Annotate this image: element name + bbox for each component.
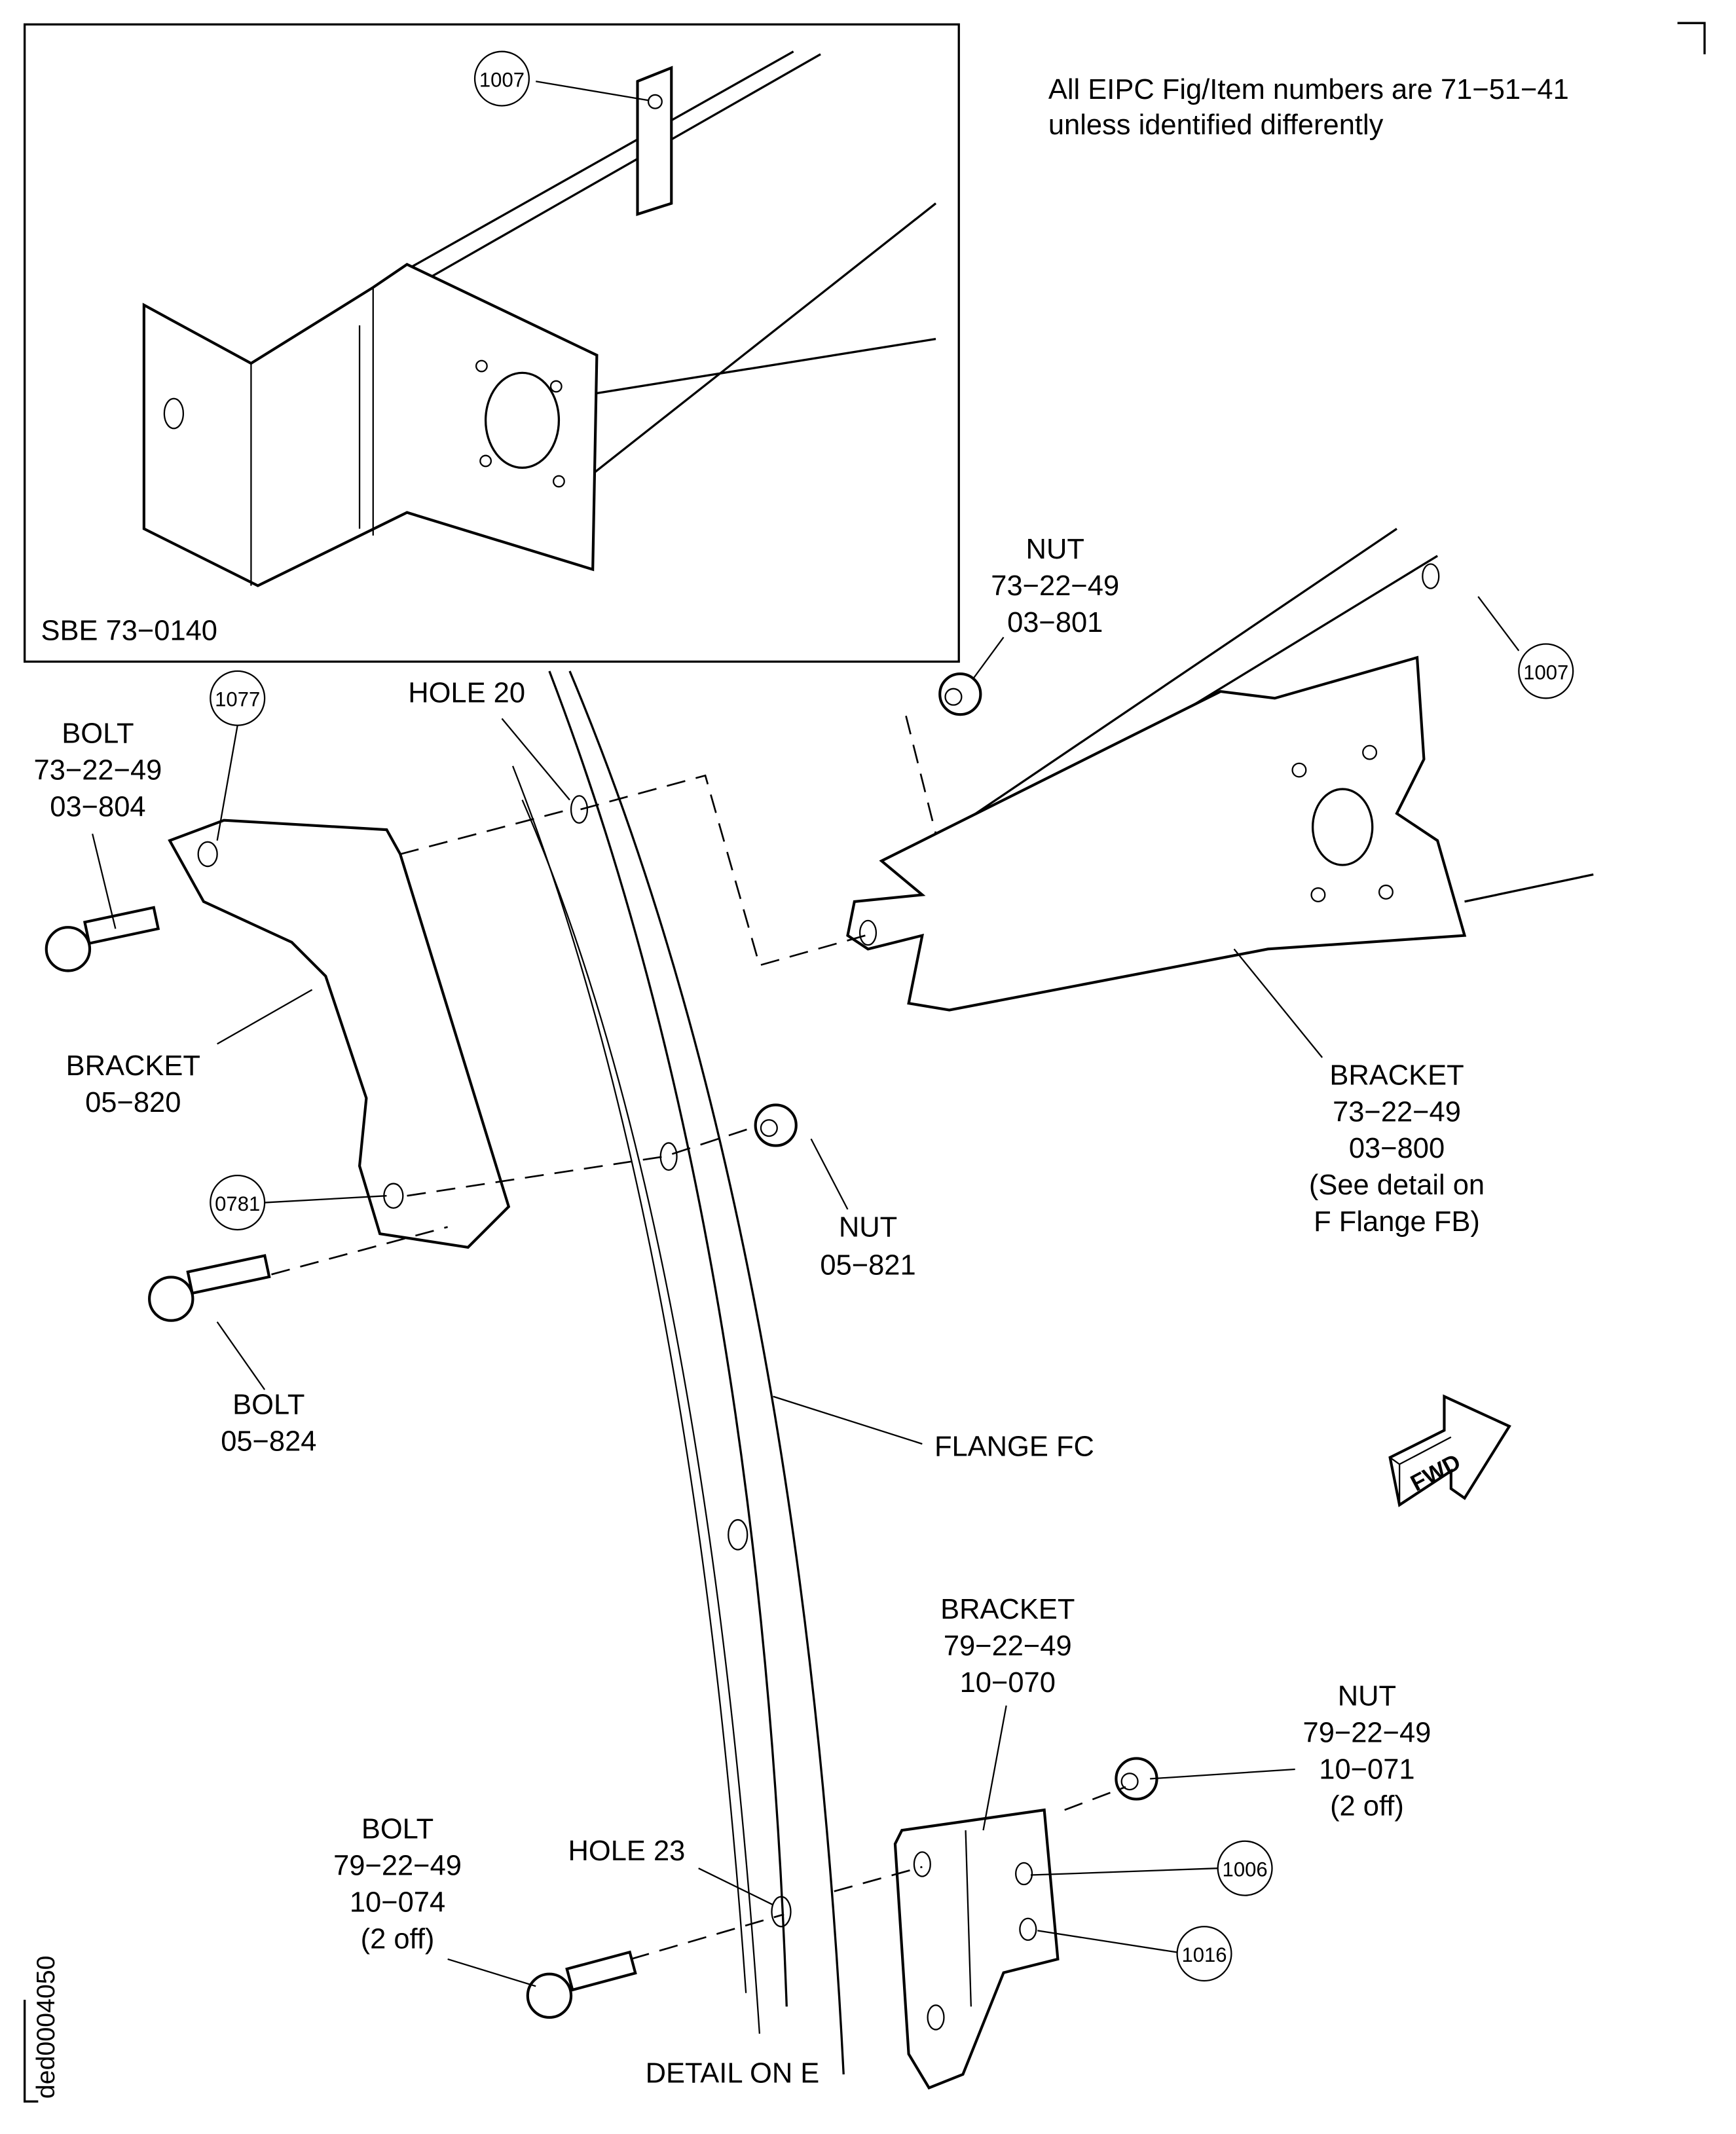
bolt-03-804 <box>45 906 160 972</box>
label-detail-on-e: DETAIL ON E <box>646 2057 820 2089</box>
svg-text:03−801: 03−801 <box>1007 607 1103 638</box>
svg-text:05−821: 05−821 <box>820 1249 915 1281</box>
svg-text:73−22−49: 73−22−49 <box>34 755 162 786</box>
svg-text:1016: 1016 <box>1181 1943 1227 1966</box>
item-circle-1007-inset <box>473 50 530 107</box>
svg-text:(2 off): (2 off) <box>1330 1790 1404 1822</box>
svg-text:BOLT: BOLT <box>62 718 134 750</box>
nut-05-821 <box>754 1103 798 1147</box>
item-circle-1006: 1006 <box>1217 1840 1273 1896</box>
svg-text:79−22−49: 79−22−49 <box>333 1850 462 1882</box>
flange-fc <box>511 671 845 2074</box>
svg-text:(See detail on: (See detail on <box>1309 1169 1485 1201</box>
drawing-id: ded0004050 <box>23 1955 60 2103</box>
svg-text:10−071: 10−071 <box>1319 1754 1414 1786</box>
svg-text:BRACKET: BRACKET <box>1329 1059 1464 1091</box>
label-nut-10-071: NUT 79−22−49 10−071 (2 off) <box>1303 1681 1431 1822</box>
svg-text:ded0004050: ded0004050 <box>31 1955 60 2099</box>
svg-text:1007: 1007 <box>1523 661 1568 684</box>
label-bolt-03-804: BOLT 73−22−49 03−804 <box>34 718 162 823</box>
label-bolt-10-074: BOLT 79−22−49 10−074 (2 off) <box>333 1814 462 1955</box>
label-bracket-03-800: BRACKET 73−22−49 03−800 (See detail on F… <box>1309 1059 1485 1238</box>
label-nut-03-801: NUT 73−22−49 03−801 <box>991 534 1119 638</box>
svg-text:03−804: 03−804 <box>50 791 145 822</box>
corner-mark <box>1677 22 1706 54</box>
svg-text:1077: 1077 <box>215 688 260 711</box>
bracket-03-800 <box>846 528 1594 1012</box>
svg-text:79−22−49: 79−22−49 <box>944 1630 1072 1662</box>
nut-03-801 <box>938 672 982 716</box>
eipc-note-line2: unless identified differently <box>1048 109 1384 141</box>
item-circle-0781: 0781 <box>210 1175 266 1231</box>
svg-text:NUT: NUT <box>839 1211 897 1243</box>
label-flange-fc: FLANGE FC <box>934 1431 1094 1463</box>
svg-text:73−22−49: 73−22−49 <box>1333 1096 1461 1128</box>
eipc-note-line1: All EIPC Fig/Item numbers are 71−51−41 <box>1048 74 1569 105</box>
bolt-10-074 <box>526 1950 637 2019</box>
bolt-05-824 <box>148 1254 271 1322</box>
svg-text:73−22−49: 73−22−49 <box>991 570 1119 602</box>
label-bracket-10-070: BRACKET 79−22−49 10−070 <box>940 1594 1075 1699</box>
svg-text:NUT: NUT <box>1338 1681 1396 1712</box>
svg-text:1006: 1006 <box>1223 1858 1268 1881</box>
svg-text:10−070: 10−070 <box>960 1667 1056 1699</box>
svg-text:79−22−49: 79−22−49 <box>1303 1718 1431 1749</box>
inset-detail: 1007 SBE 73−0140 <box>23 23 960 663</box>
svg-text:BOLT: BOLT <box>232 1389 305 1421</box>
svg-text:0781: 0781 <box>215 1192 260 1215</box>
label-hole-23: HOLE 23 <box>568 1835 686 1867</box>
bracket-10-070 <box>893 1808 1060 2090</box>
fwd-arrow-icon: FWD <box>1388 1394 1511 1507</box>
svg-text:F Flange FB): F Flange FB) <box>1314 1206 1480 1238</box>
item-circle-1007: 1007 <box>1518 643 1574 699</box>
svg-text:05−820: 05−820 <box>85 1087 181 1118</box>
svg-text:BRACKET: BRACKET <box>66 1050 200 1082</box>
leader-lines <box>92 596 1520 1987</box>
svg-text:BOLT: BOLT <box>361 1814 434 1845</box>
svg-text:BRACKET: BRACKET <box>940 1594 1075 1625</box>
label-bracket-05-820: BRACKET 05−820 <box>66 1050 200 1118</box>
svg-text:03−800: 03−800 <box>1349 1133 1445 1164</box>
item-circle-1016: 1016 <box>1176 1926 1232 1982</box>
svg-text:10−074: 10−074 <box>350 1886 445 1918</box>
svg-text:NUT: NUT <box>1026 534 1084 565</box>
label-bolt-05-824: BOLT 05−824 <box>221 1389 316 1458</box>
label-nut-05-821: NUT 05−821 <box>820 1211 915 1281</box>
bracket-05-820 <box>168 819 511 1249</box>
item-circle-1077: 1077 <box>210 670 266 726</box>
svg-text:05−824: 05−824 <box>221 1426 316 1457</box>
inset-caption: SBE 73−0140 <box>41 615 217 646</box>
svg-text:(2 off): (2 off) <box>361 1923 435 1955</box>
svg-text:1007: 1007 <box>479 69 525 92</box>
label-hole-20: HOLE 20 <box>408 678 525 709</box>
